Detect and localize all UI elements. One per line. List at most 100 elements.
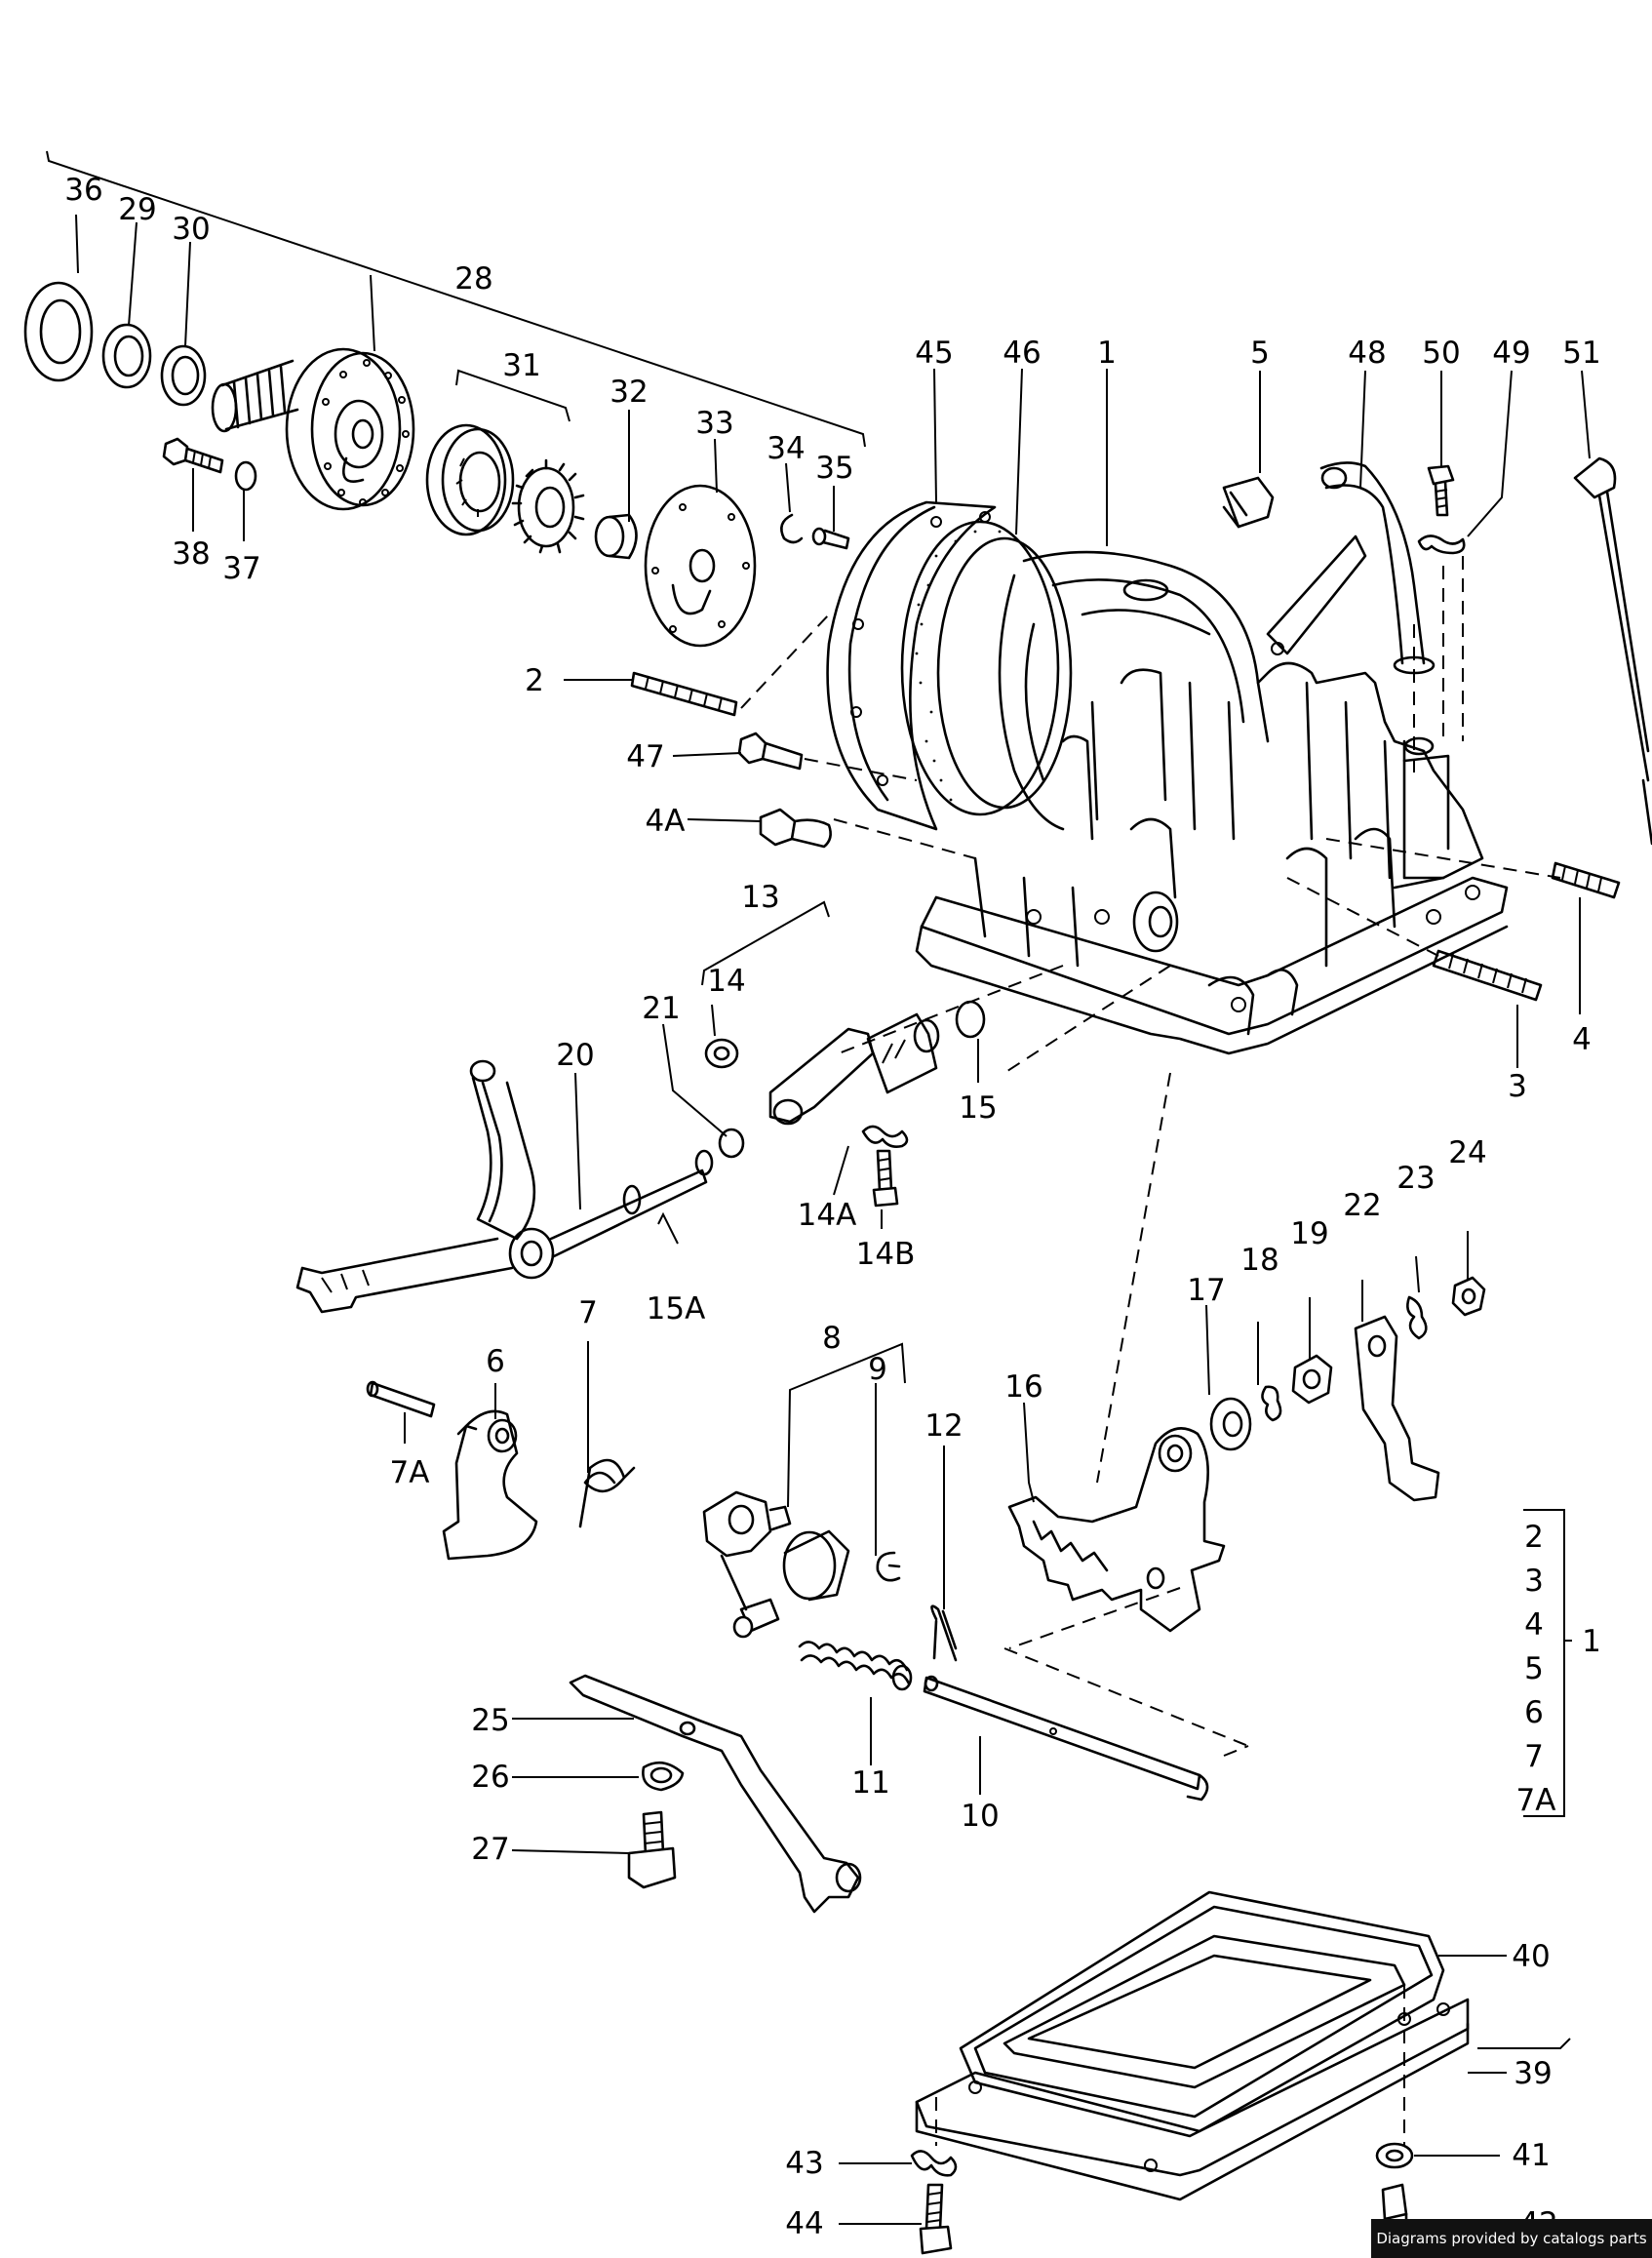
part-5-drain-plug — [1222, 476, 1275, 529]
callout-13: 13 — [741, 880, 779, 915]
callout-15: 15 — [959, 1090, 997, 1126]
legend-group-1: 1 — [1582, 1624, 1601, 1659]
part-13-selector-lever — [768, 1012, 940, 1126]
callout-41: 41 — [1512, 2138, 1550, 2173]
callout-30: 30 — [172, 212, 210, 247]
callout-32: 32 — [610, 375, 648, 410]
callout-49: 49 — [1492, 336, 1530, 371]
part-7a-pin — [366, 1380, 436, 1418]
part-32-bushing — [594, 513, 638, 560]
leader-lines — [75, 214, 1591, 2225]
part-35-screw — [811, 527, 850, 550]
detent-parts-group — [366, 1276, 1486, 1802]
callout-33: 33 — [695, 406, 733, 441]
part-28-pump-housing — [211, 347, 415, 511]
part-18-clip — [1261, 1385, 1282, 1422]
callout-14b: 14B — [856, 1237, 916, 1272]
part-24-nut — [1451, 1276, 1486, 1317]
part-10-rod — [923, 1675, 1209, 1802]
part-29-ring — [101, 323, 152, 389]
part-49-clip — [1417, 535, 1466, 555]
callout-29: 29 — [118, 192, 156, 227]
callout-51: 51 — [1562, 336, 1600, 371]
callout-11: 11 — [851, 1765, 889, 1801]
callout-7a: 7A — [390, 1455, 430, 1490]
callout-10: 10 — [961, 1799, 999, 1834]
callout-34: 34 — [767, 431, 805, 466]
callout-26: 26 — [471, 1760, 509, 1795]
part-2-stud — [630, 671, 738, 717]
part-4a-plug — [759, 808, 832, 849]
part-15-o-ring — [955, 1000, 986, 1039]
callout-18: 18 — [1240, 1243, 1278, 1278]
part-44-bolt — [919, 2183, 953, 2255]
callout-50: 50 — [1422, 336, 1460, 371]
callout-20: 20 — [556, 1038, 594, 1073]
callout-40: 40 — [1512, 1939, 1550, 1974]
pump-assembly-group — [23, 150, 866, 648]
callout-16: 16 — [1004, 1369, 1042, 1405]
part-19-nut — [1291, 1354, 1333, 1405]
part-47-bolt — [737, 732, 804, 771]
part-17-washer — [1209, 1397, 1252, 1451]
legend-item-5: 5 — [1524, 1651, 1544, 1686]
callout-44: 44 — [785, 2206, 823, 2241]
part-4-stud — [1551, 861, 1621, 899]
legend-item-2: 2 — [1524, 1520, 1544, 1555]
part-12-split-pin — [930, 1604, 958, 1662]
part-22-lever — [1354, 1315, 1440, 1502]
callout-31: 31 — [502, 348, 540, 383]
part-14-nut — [704, 1038, 739, 1069]
legend-item-6: 6 — [1524, 1695, 1544, 1730]
part-33-pump-cover — [644, 484, 757, 648]
callout-45: 45 — [915, 336, 953, 371]
callout-19: 19 — [1290, 1216, 1328, 1251]
part-36-thrust-washer — [23, 281, 94, 382]
part-38-bolt — [162, 437, 224, 474]
stipple-dots — [915, 530, 1002, 802]
part-37-washer — [234, 460, 257, 492]
part-3-stud — [1432, 949, 1543, 1002]
callout-labels: 36 29 30 28 31 32 33 34 35 38 37 45 46 1… — [64, 173, 1600, 2241]
callout-39: 39 — [1514, 2056, 1552, 2091]
part-11-spring — [798, 1641, 913, 1691]
part-43-clip — [910, 2150, 958, 2177]
callout-4a: 4A — [646, 804, 686, 839]
legend-item-7a: 7A — [1516, 1783, 1556, 1818]
callout-5: 5 — [1250, 336, 1270, 371]
credit-banner: Diagrams provided by catalogs parts — [1371, 2219, 1652, 2258]
callout-35: 35 — [815, 451, 853, 486]
part-8-detent-assembly — [702, 1490, 850, 1639]
callout-9: 9 — [868, 1352, 887, 1387]
part-14a-clip — [861, 1125, 909, 1148]
callout-17: 17 — [1187, 1273, 1225, 1308]
callout-12: 12 — [924, 1408, 963, 1444]
callout-24: 24 — [1448, 1135, 1486, 1170]
callout-7: 7 — [578, 1295, 598, 1330]
part-20-selector-shaft — [295, 1059, 714, 1314]
part-27-bolt — [627, 1810, 677, 1889]
part-9-clip — [876, 1551, 901, 1582]
part-26-clip — [642, 1761, 685, 1792]
part-48-filler-tube — [1266, 461, 1436, 675]
housing-bolt-holes — [322, 359, 410, 506]
oil-pan-group — [910, 1890, 1470, 2258]
callout-27: 27 — [471, 1832, 509, 1867]
callout-21: 21 — [642, 991, 680, 1026]
part-6-detent-lever — [442, 1409, 538, 1561]
part-23-clip — [1406, 1295, 1428, 1340]
callout-14: 14 — [707, 964, 745, 999]
selector-shaft-group — [295, 900, 986, 1314]
part-51-dipstick — [1573, 456, 1652, 846]
callout-23: 23 — [1396, 1161, 1435, 1196]
part-30-ring — [160, 344, 207, 407]
part-16-detent-plate — [1007, 1427, 1226, 1633]
legend-item-3: 3 — [1524, 1564, 1544, 1599]
part-7-spring — [578, 1458, 636, 1528]
callout-22: 22 — [1343, 1188, 1381, 1223]
lever-25-group — [569, 1674, 862, 1914]
callout-38: 38 — [172, 536, 210, 572]
part-39-gasket — [915, 1998, 1470, 2201]
callout-15a: 15A — [647, 1291, 706, 1327]
callout-14a: 14A — [798, 1198, 857, 1233]
